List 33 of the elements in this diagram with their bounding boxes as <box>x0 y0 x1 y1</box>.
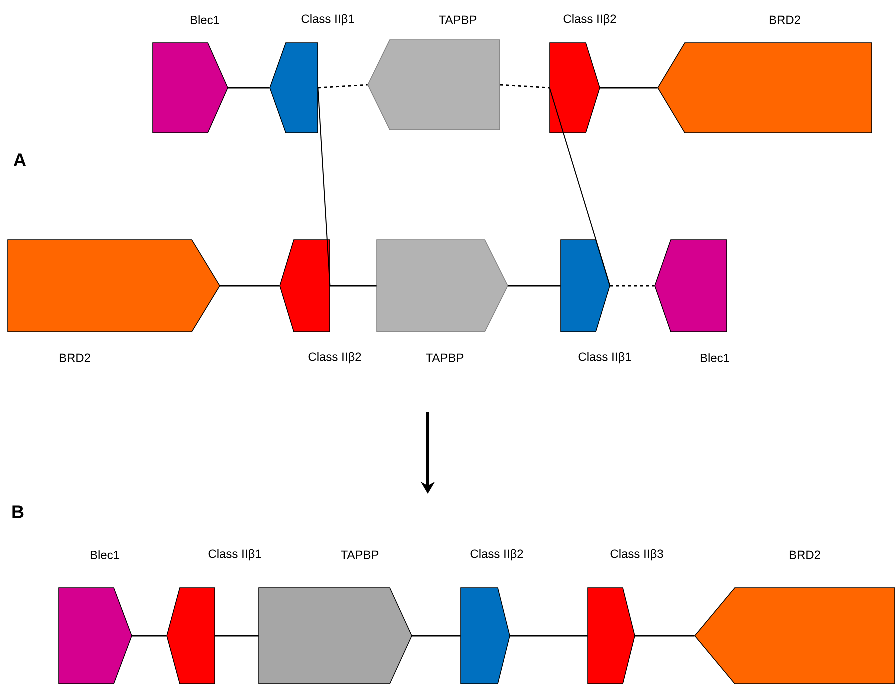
panel-letter: A <box>14 154 26 166</box>
gene-name: TAPBP <box>426 354 464 362</box>
gene-name: Class IIβ1 <box>302 14 354 26</box>
connector-line <box>549 88 611 286</box>
gene-name: Blec1 <box>90 550 120 560</box>
gene-name: TAPBP <box>341 550 379 560</box>
gene-name: BRD2 <box>60 354 90 362</box>
gene-name: Class IIβ2 <box>564 14 616 26</box>
connector-line <box>600 87 658 89</box>
connector-line <box>330 285 377 287</box>
gene-name: Blec1 <box>190 16 220 24</box>
connector-line <box>635 635 695 637</box>
gene-name: BRD2 <box>770 16 800 24</box>
connector-line <box>412 635 461 637</box>
gene-name: TAPBP <box>439 16 477 24</box>
connector-line <box>228 87 270 89</box>
connector-line <box>610 285 655 287</box>
panel-letter: B <box>12 506 24 518</box>
connector-line <box>508 285 561 287</box>
connector-line <box>510 635 588 637</box>
connector-line <box>318 88 331 286</box>
gene-name: BRD2 <box>790 550 820 560</box>
connector-line <box>220 285 280 287</box>
connector-line <box>132 635 167 637</box>
connector-line <box>318 84 368 89</box>
gene-name: Class IIβ2 <box>308 352 362 364</box>
connector-line <box>500 84 550 89</box>
gene-name: Class IIβ1 <box>578 352 632 364</box>
connector-line <box>215 635 259 637</box>
gene-name: Class IIβ2 <box>470 549 524 561</box>
gene-name: Blec1 <box>700 354 730 362</box>
gene-name: Class IIβ3 <box>610 549 664 561</box>
gene-name: Class IIβ1 <box>208 549 262 561</box>
